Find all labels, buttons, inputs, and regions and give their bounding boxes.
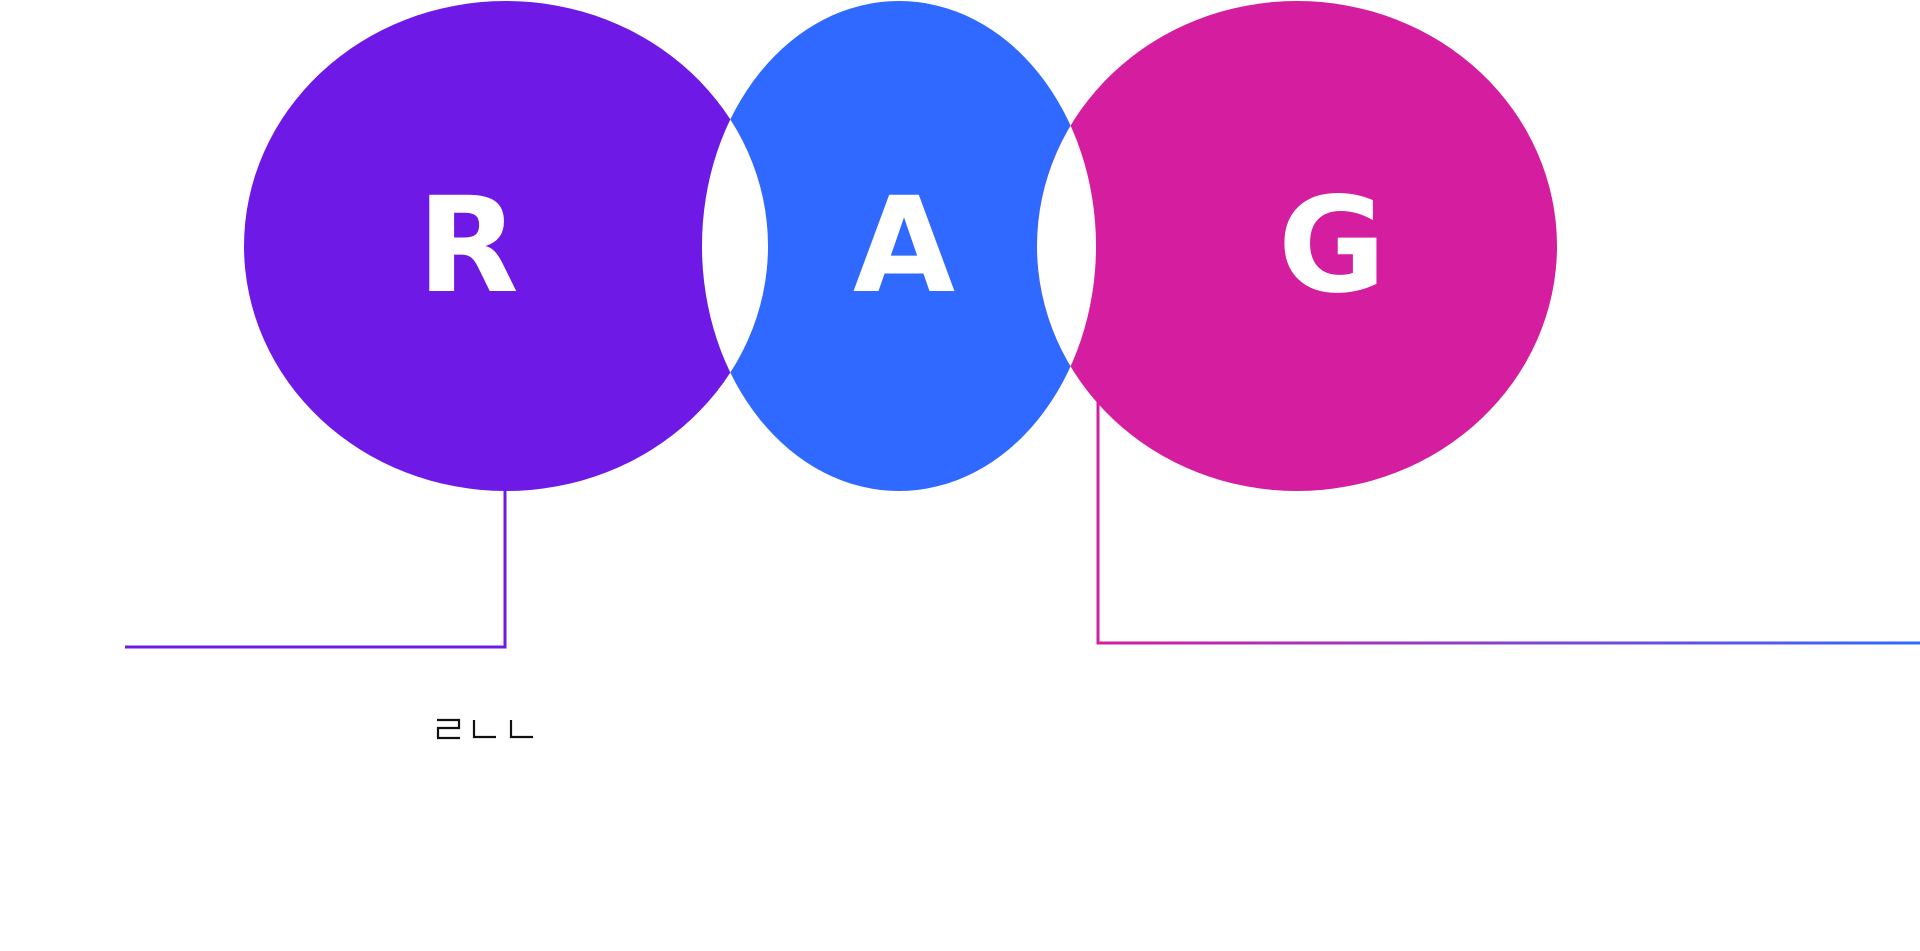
circle-a bbox=[702, 1, 1096, 491]
right-connector-line bbox=[1096, 402, 1920, 645]
circle-r bbox=[244, 1, 768, 491]
glyph-mark bbox=[436, 718, 533, 740]
letter-g: G bbox=[1278, 169, 1386, 323]
letter-r: R bbox=[417, 169, 519, 323]
glyph-stroke-2 bbox=[472, 720, 496, 739]
letter-a: A bbox=[853, 169, 955, 323]
glyph-stroke-1 bbox=[436, 718, 461, 740]
circle-g bbox=[1037, 1, 1557, 491]
glyph-stroke-3 bbox=[509, 720, 533, 739]
left-connector-line bbox=[125, 489, 507, 649]
